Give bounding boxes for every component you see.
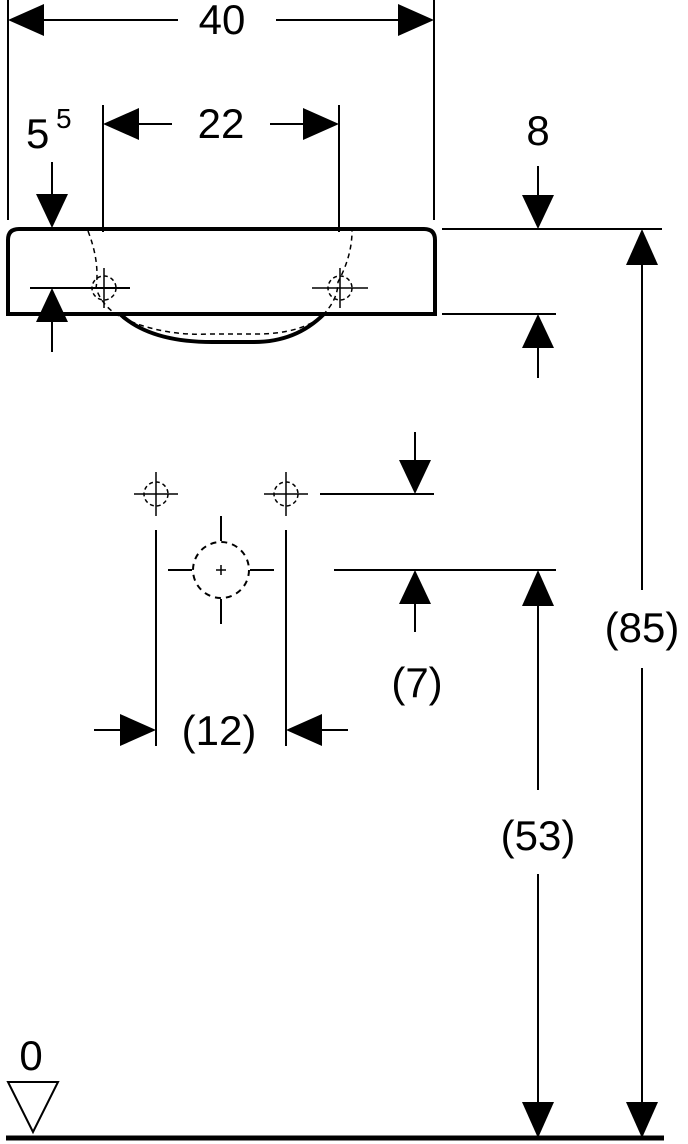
dim-label-offset-main: 5	[26, 110, 49, 157]
dim-label-total-width: 40	[199, 0, 246, 43]
dim-label-bracket-spacing: (12)	[182, 707, 257, 754]
fixing-bolt-right	[264, 472, 308, 516]
dim-label-total-height: (85)	[605, 604, 680, 651]
waste-outlet	[168, 516, 274, 624]
hole-marker-left	[84, 268, 124, 308]
fixing-bolt-left	[134, 472, 178, 516]
dim-label-bracket-offset: (7)	[391, 659, 442, 706]
dim-total-height: (85)	[605, 229, 680, 1138]
floor-level: 0	[6, 1032, 664, 1141]
fixing-points	[134, 472, 308, 624]
basin-front-view	[6, 227, 437, 344]
dim-hole-spacing: 22	[102, 100, 340, 232]
dim-bracket-offset: (7)	[320, 432, 556, 706]
floor-level-label: 0	[19, 1032, 42, 1079]
dim-label-hole-spacing: 22	[198, 100, 245, 147]
dim-label-bracket-height: (53)	[501, 812, 576, 859]
hole-marker-right	[312, 268, 368, 308]
dim-rim-thickness: 8	[442, 107, 662, 378]
dim-label-offset-sup: 5	[56, 103, 72, 134]
dim-label-rim-thickness: 8	[526, 107, 549, 154]
dim-bracket-height: (53)	[501, 570, 576, 1138]
dim-bracket-spacing: (12)	[94, 530, 348, 754]
dim-total-width: 40	[7, 0, 435, 220]
